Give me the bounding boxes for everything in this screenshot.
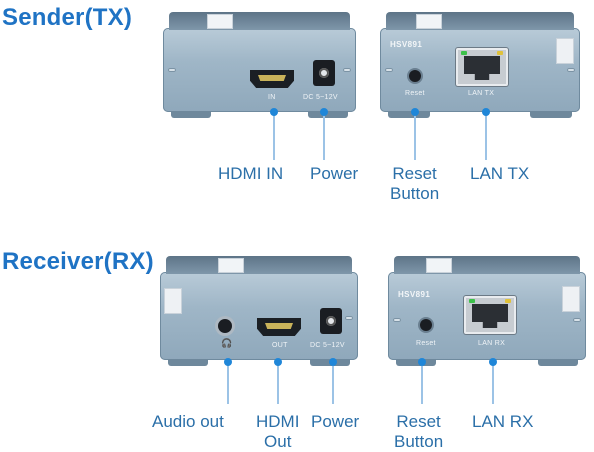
- sender-front-panel: IN DC 5~12V: [163, 12, 356, 118]
- label-sticker: [218, 258, 244, 273]
- qc-sticker: [164, 288, 182, 314]
- power-port-label: DC 5~12V: [303, 94, 338, 101]
- audio-out-jack: [218, 319, 232, 333]
- callout-audio-out: Audio out: [152, 412, 224, 431]
- headphone-icon: 🎧: [221, 338, 233, 348]
- hdmi-out-port: [257, 318, 301, 336]
- screw: [567, 68, 575, 72]
- screw: [393, 318, 401, 322]
- callout-dot: [482, 108, 490, 116]
- led-yellow: [505, 299, 511, 303]
- receiver-title: Receiver(RX): [2, 248, 154, 275]
- callout-line: [414, 112, 416, 160]
- callout-dot: [224, 358, 232, 366]
- reset-button: [420, 319, 432, 331]
- callout-dot: [270, 108, 278, 116]
- reset-port-label: Reset: [405, 90, 425, 97]
- device-foot: [308, 111, 348, 118]
- lan-port-socket: [472, 304, 508, 328]
- device-foot: [538, 359, 578, 366]
- qc-sticker: [556, 38, 574, 64]
- screw: [385, 68, 393, 72]
- reset-port-label: Reset: [416, 340, 436, 347]
- hdmi-in-port: [250, 70, 294, 88]
- power-jack: [313, 60, 335, 86]
- screw: [573, 318, 581, 322]
- receiver-back-panel: HSV891 Reset LAN RX: [388, 256, 586, 366]
- reset-button: [409, 70, 421, 82]
- callout-power: Power: [311, 412, 360, 431]
- device-foot: [396, 359, 436, 366]
- callout-line-2: Out: [264, 432, 292, 451]
- callout-line: [227, 362, 229, 404]
- hdmi-port-label: IN: [268, 94, 276, 101]
- qc-sticker: [562, 286, 580, 312]
- callout-dot: [320, 108, 328, 116]
- callout-line: [492, 362, 494, 404]
- callout-reset-button: Reset Button: [390, 164, 439, 204]
- label-sticker: [416, 14, 442, 29]
- callout-dot: [411, 108, 419, 116]
- callout-dot: [418, 358, 426, 366]
- screw: [345, 316, 353, 320]
- brand-label: HSV891: [390, 40, 423, 49]
- device-foot: [171, 111, 211, 118]
- led-green: [469, 299, 475, 303]
- callout-line: [485, 112, 487, 160]
- callout-line: [323, 112, 325, 160]
- hdmi-port-label: OUT: [272, 342, 288, 349]
- callout-line: [421, 362, 423, 404]
- lan-port-label: LAN TX: [468, 90, 495, 97]
- lan-port-socket: [464, 56, 500, 80]
- callout-hdmi-out: HDMI Out: [256, 412, 299, 452]
- callout-reset-button: Reset Button: [394, 412, 443, 452]
- callout-hdmi-in: HDMI IN: [218, 164, 284, 183]
- device-foot: [530, 111, 572, 118]
- power-jack: [320, 308, 342, 334]
- label-sticker: [207, 14, 233, 29]
- device-foot: [168, 359, 208, 366]
- receiver-front-panel: 🎧 OUT DC 5~12V: [160, 256, 358, 366]
- device-top: [169, 12, 350, 30]
- power-port-label: DC 5~12V: [310, 342, 345, 349]
- callout-line: [332, 362, 334, 404]
- lan-port: [456, 48, 508, 86]
- lan-port: [464, 296, 516, 334]
- sender-back-panel: HSV891 Reset LAN TX: [380, 12, 580, 118]
- screw: [343, 68, 351, 72]
- callout-line: [277, 362, 279, 404]
- label-sticker: [426, 258, 452, 273]
- callout-lan-rx: LAN RX: [472, 412, 534, 431]
- callout-line: [273, 112, 275, 160]
- device-foot: [388, 111, 430, 118]
- callout-line-1: HDMI: [256, 412, 300, 431]
- device-top: [166, 256, 352, 274]
- callout-line-1: Reset: [396, 412, 441, 431]
- callout-lan-tx: LAN TX: [470, 164, 530, 183]
- led-green: [461, 51, 467, 55]
- callout-dot: [489, 358, 497, 366]
- lan-port-label: LAN RX: [478, 340, 506, 347]
- brand-label: HSV891: [398, 290, 431, 299]
- device-top: [394, 256, 580, 274]
- callout-line-2: Button: [394, 432, 444, 451]
- sender-title: Sender(TX): [2, 4, 133, 31]
- callout-line-1: Reset: [392, 164, 437, 183]
- callout-line-2: Button: [390, 184, 440, 203]
- callout-dot: [329, 358, 337, 366]
- led-yellow: [497, 51, 503, 55]
- callout-dot: [274, 358, 282, 366]
- device-top: [386, 12, 574, 30]
- screw: [168, 68, 176, 72]
- callout-power: Power: [310, 164, 359, 183]
